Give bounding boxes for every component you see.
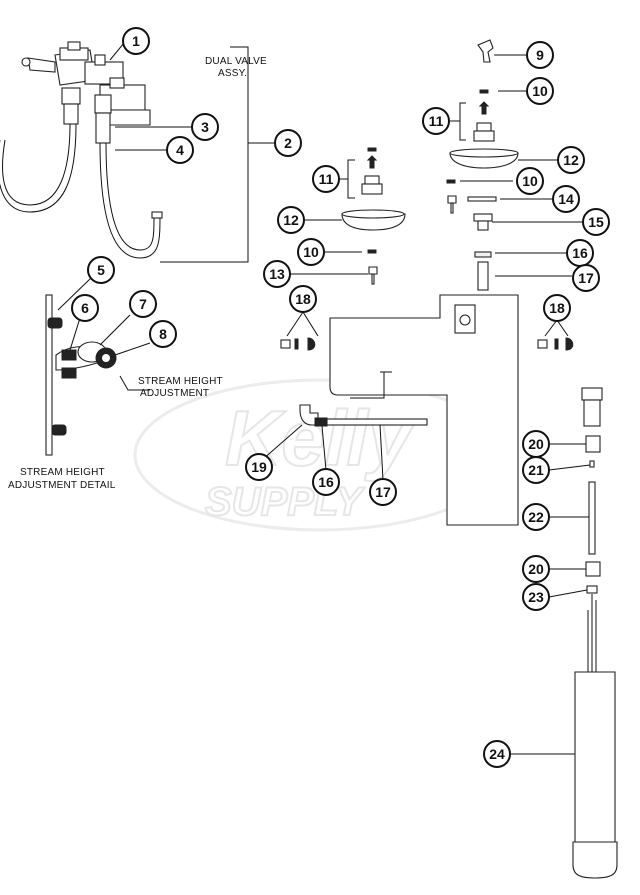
callout-20-a: 20 [522,430,550,458]
callout-20-b: 20 [522,555,550,583]
callout-11-a: 11 [422,107,450,135]
stream-height-adj-line1: STREAM HEIGHT [138,376,223,387]
svg-text:21: 21 [528,462,544,478]
callout-10-b: 10 [516,167,544,195]
svg-text:20: 20 [528,436,544,452]
callout-10-a: 10 [526,77,554,105]
leader-2-bracket [160,46,249,263]
dual-valve-assembly [0,41,163,259]
upper-bubbler-parts [446,39,519,291]
callout-8: 8 [149,320,177,348]
callout-12-a: 12 [557,146,585,174]
callout-2: 2 [274,129,302,157]
callout-7: 7 [129,290,157,318]
svg-text:8: 8 [159,326,167,342]
lower-bubbler-parts [341,147,406,285]
callout-6: 6 [71,294,99,322]
svg-text:17: 17 [375,484,391,500]
svg-text:18: 18 [295,291,311,307]
watermark-text-2: SUPPLY [205,480,365,524]
callout-1: 1 [122,27,150,55]
callout-3: 3 [191,113,219,141]
push-buttons [280,337,574,351]
svg-text:4: 4 [176,142,184,158]
callout-4: 4 [166,136,194,164]
callout-12-b: 12 [277,206,305,234]
callout-21: 21 [522,456,550,484]
stream-height-detail [45,294,117,456]
callout-24: 24 [483,740,511,768]
svg-text:7: 7 [139,296,147,312]
stream-height-adj-line2: ADJUSTMENT [140,388,209,399]
svg-text:10: 10 [532,83,548,99]
callout-15: 15 [582,208,610,236]
callout-18-a: 18 [289,285,317,313]
stream-height-detail-line2: ADJUSTMENT DETAIL [8,480,116,491]
callout-23: 23 [522,583,550,611]
svg-text:20: 20 [528,561,544,577]
callout-18-b: 18 [543,294,571,322]
svg-text:10: 10 [522,173,538,189]
svg-text:17: 17 [578,270,594,286]
svg-text:2: 2 [284,135,292,151]
callout-11-b: 11 [312,165,340,193]
dual-valve-label-line1: DUAL VALVE [205,56,267,67]
svg-text:16: 16 [572,245,588,261]
svg-text:24: 24 [489,746,505,762]
callout-13: 13 [263,260,291,288]
svg-text:14: 14 [558,191,574,207]
callout-5: 5 [87,256,115,284]
svg-text:12: 12 [283,212,299,228]
callout-19: 19 [245,453,273,481]
svg-text:3: 3 [201,119,209,135]
pedestal-body [299,294,519,526]
svg-text:22: 22 [528,509,544,525]
callout-14: 14 [552,185,580,213]
callout-16-b: 16 [312,468,340,496]
svg-text:19: 19 [251,459,267,475]
svg-text:16: 16 [318,474,334,490]
svg-text:9: 9 [536,47,544,63]
svg-text:1: 1 [132,33,140,49]
svg-text:11: 11 [319,171,334,187]
svg-text:12: 12 [563,152,579,168]
svg-text:6: 6 [81,300,89,316]
svg-text:5: 5 [97,262,105,278]
callout-16-a: 16 [566,239,594,267]
callout-22: 22 [522,503,550,531]
callout-17-b: 17 [369,478,397,506]
callout-10-c: 10 [297,238,325,266]
stream-height-detail-line1: STREAM HEIGHT [20,467,105,478]
svg-text:11: 11 [429,113,444,129]
callout-17-a: 17 [572,264,600,292]
filter-stack [572,387,618,879]
dual-valve-label-line2: ASSY. [218,68,247,79]
svg-text:18: 18 [549,300,565,316]
svg-text:23: 23 [528,589,544,605]
svg-text:13: 13 [269,266,285,282]
svg-text:10: 10 [303,244,319,260]
callout-9: 9 [526,41,554,69]
svg-text:15: 15 [588,214,604,230]
